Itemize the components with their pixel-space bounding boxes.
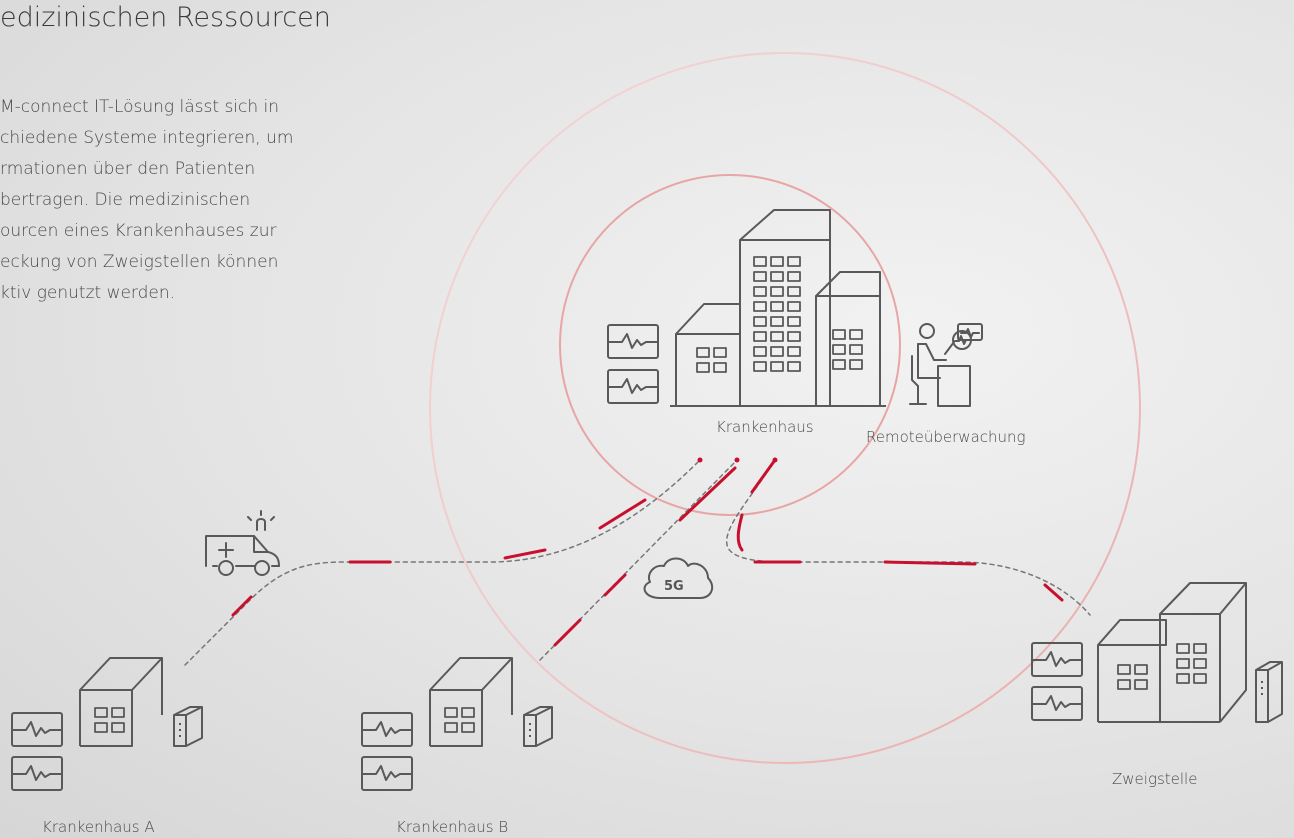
description-line: M-connect IT-Lösung lässt sich in bbox=[0, 97, 280, 117]
monitor-icon bbox=[11, 712, 63, 747]
branch-label: Zweigstelle bbox=[1112, 770, 1198, 788]
connection-line-hospital-a bbox=[184, 459, 701, 666]
main-hospital-building-icon bbox=[670, 209, 886, 407]
hospital-a-label: Krankenhaus A bbox=[42, 818, 155, 836]
connection-line-highlight bbox=[603, 573, 627, 597]
connection-line-highlight bbox=[678, 466, 737, 522]
description-line: chiedene Systeme integrieren, um bbox=[0, 128, 294, 148]
connection-line-highlight bbox=[883, 560, 977, 566]
monitor-icon bbox=[1031, 642, 1083, 677]
outer-coverage-ring bbox=[429, 52, 1141, 764]
connection-endpoint bbox=[734, 457, 740, 463]
connection-line-highlight bbox=[553, 618, 582, 647]
connection-line-highlight bbox=[1043, 583, 1064, 602]
connection-line-highlight bbox=[736, 513, 744, 552]
connection-endpoint bbox=[697, 457, 703, 463]
monitor-icon bbox=[11, 756, 63, 791]
monitor-icon bbox=[361, 712, 413, 747]
connection-line-highlight bbox=[598, 498, 647, 530]
cloud-5g-icon: 5G bbox=[643, 557, 714, 599]
description-line: rmationen über den Patienten bbox=[0, 159, 256, 179]
connection-endpoint bbox=[772, 457, 778, 463]
remote-monitoring-person-icon bbox=[909, 323, 983, 407]
branch-building-icon bbox=[1097, 582, 1283, 723]
inner-coverage-ring bbox=[559, 174, 901, 516]
description-line: ktiv genutzt werden. bbox=[0, 283, 176, 303]
monitor-icon bbox=[607, 369, 659, 404]
connection-line-highlight bbox=[750, 458, 777, 494]
description-line: bertragen. Die medizinischen bbox=[0, 190, 251, 210]
hospital-b-label: Krankenhaus B bbox=[396, 818, 509, 836]
description-line: eckung von Zweigstellen können bbox=[0, 252, 279, 272]
connection-line-branch bbox=[725, 459, 1091, 616]
page-title: edizinischen Ressourcen bbox=[0, 2, 331, 33]
network-label: 5G bbox=[664, 579, 684, 594]
description-text: M-connect IT-Lösung lässt sich in chiede… bbox=[0, 92, 293, 309]
description-line: ourcen eines Krankenhauses zur bbox=[0, 221, 277, 241]
connection-line-hospital-b bbox=[539, 459, 738, 661]
hospital-b-building-icon bbox=[429, 657, 553, 747]
hospital-a-building-icon bbox=[79, 657, 203, 747]
monitor-icon bbox=[1031, 686, 1083, 721]
ambulance-icon bbox=[205, 510, 280, 576]
connection-line-highlight bbox=[231, 595, 253, 617]
monitor-icon bbox=[607, 324, 659, 359]
monitor-icon bbox=[361, 756, 413, 791]
main-hospital-label: Krankenhaus bbox=[716, 418, 814, 436]
remote-monitoring-label: Remoteüberwachung bbox=[866, 428, 1026, 446]
connection-line-highlight bbox=[503, 548, 547, 560]
